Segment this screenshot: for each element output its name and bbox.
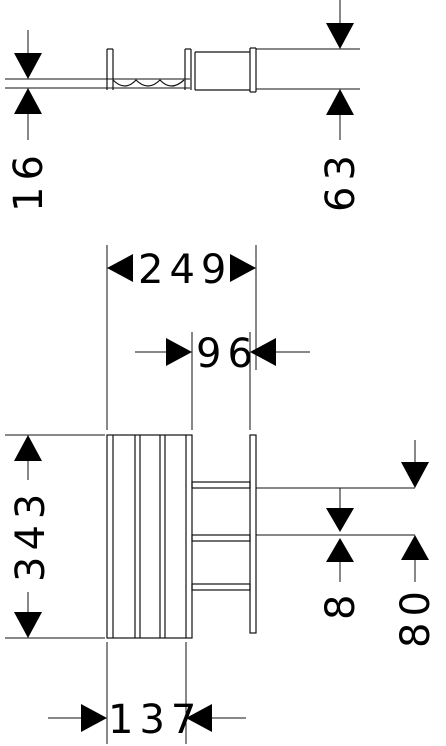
arrow-down-icon (14, 53, 42, 79)
arrow-down-icon (401, 462, 429, 488)
dim-label-80: 80 (393, 585, 439, 648)
basket-front (106, 434, 193, 639)
basket-profile (106, 48, 192, 90)
dim-label-8: 8 (318, 589, 364, 620)
arrow-right-icon (166, 338, 192, 366)
dimension-8: 8 (318, 488, 364, 620)
dim-label-137: 137 (108, 697, 202, 743)
dimension-343: 343 (5, 434, 105, 639)
arrow-left-icon (186, 704, 212, 732)
wall-plate (249, 434, 257, 634)
side-view: 16 63 (5, 0, 364, 212)
dim-label-249: 249 (138, 247, 232, 293)
dimension-80: 80 (393, 440, 439, 648)
connecting-bars (191, 481, 251, 591)
arrow-down-icon (326, 23, 354, 49)
dimension-96: 96 (135, 331, 310, 430)
dimension-63: 63 (318, 0, 364, 212)
dim-label-96: 96 (196, 331, 259, 377)
dim-label-63: 63 (318, 149, 364, 212)
arrow-left-icon (107, 254, 133, 282)
bracket-profile (194, 47, 257, 93)
dim-label-343: 343 (8, 488, 54, 582)
arrow-up-icon (14, 435, 42, 461)
dim-label-16: 16 (6, 149, 52, 212)
arrow-right-icon (230, 254, 256, 282)
arrow-up-icon (401, 535, 429, 560)
arrow-right-icon (81, 704, 107, 732)
dimension-137: 137 (48, 642, 246, 744)
arrow-up-icon (326, 89, 354, 115)
arrow-down-icon (14, 612, 42, 638)
arrow-up-icon (14, 88, 42, 114)
arrow-left-icon (250, 338, 276, 366)
arrow-up-icon (326, 538, 354, 562)
dimension-16: 16 (6, 30, 52, 212)
front-view: 249 96 (5, 245, 439, 744)
arrow-down-icon (326, 508, 354, 532)
